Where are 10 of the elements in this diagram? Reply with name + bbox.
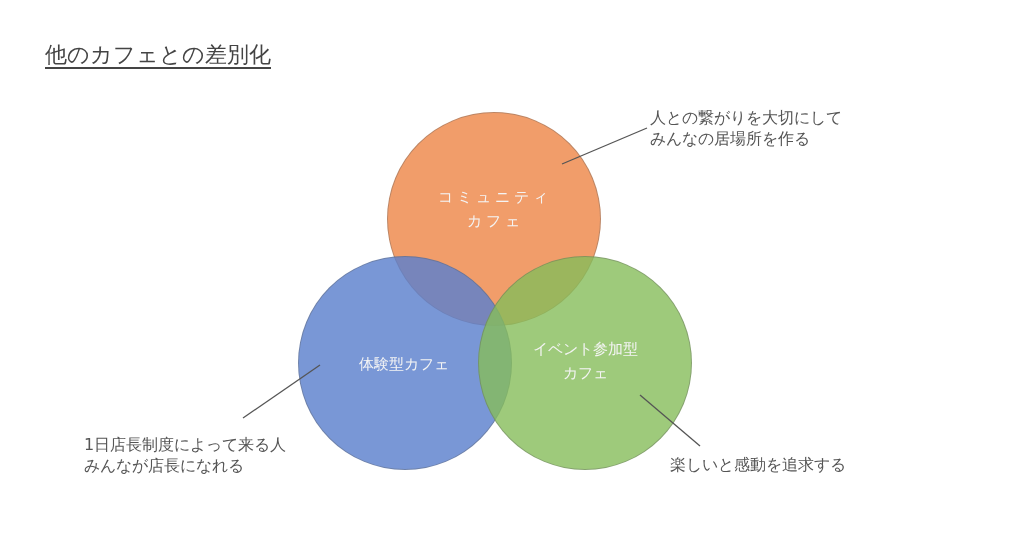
circle-label: コミュニティカフェ [437, 187, 553, 232]
leader-line [242, 364, 321, 419]
leader-line [561, 127, 648, 165]
annotation-text: 人との繋がりを大切にしてみんなの居場所を作る [650, 107, 850, 149]
annotation-text: 1日店長制度によって来る人みんなが店長になれる [84, 434, 299, 476]
circle-label: イベント参加型カフェ [531, 339, 639, 384]
diagram-title: 他のカフェとの差別化 [45, 41, 271, 69]
leader-line [639, 394, 701, 447]
annotation-text: 楽しいと感動を追求する [670, 454, 890, 475]
circle-label: 体験型カフェ [358, 354, 450, 375]
